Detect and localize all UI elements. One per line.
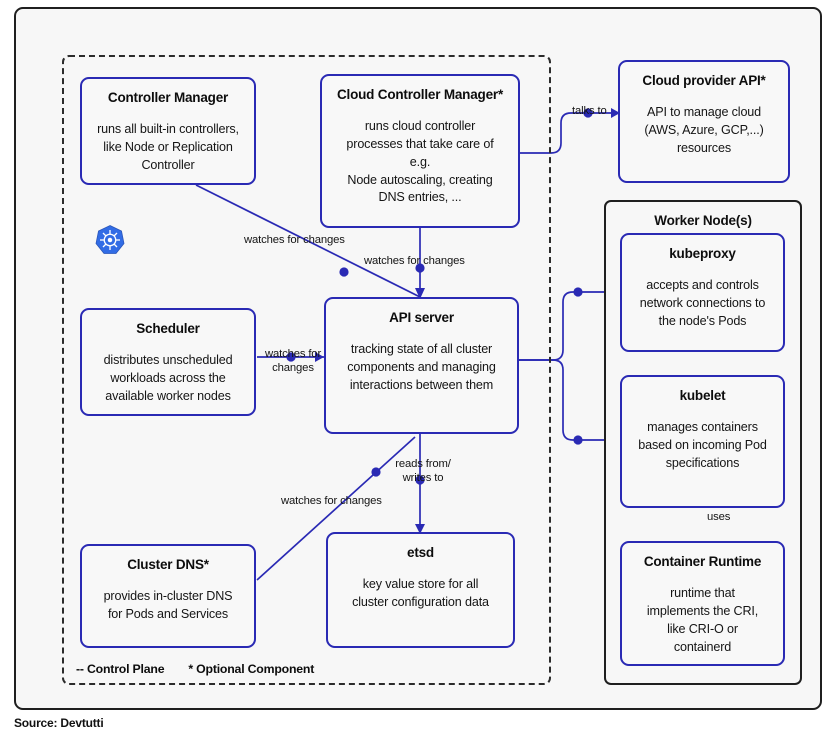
node-title: etsd (407, 545, 434, 560)
legend-optional-component: * Optional Component (188, 662, 315, 676)
node-description: runs all built-in controllers, like Node… (97, 121, 239, 172)
edge-label-controller-manager-to-api-server: watches for changes (244, 234, 345, 246)
control-plane-region (62, 55, 551, 685)
node-title: Cloud Controller Manager* (336, 87, 503, 102)
node-description: manages containers based on incoming Pod… (638, 419, 767, 470)
node-cloud-controller-manager[interactable]: Cloud Controller Manager* runs cloud con… (320, 74, 520, 228)
node-controller-manager[interactable]: Controller Manager runs all built-in con… (80, 77, 256, 185)
node-description: runtime that implements the CRI, like CR… (646, 585, 759, 654)
node-description: runs cloud controller processes that tak… (346, 118, 494, 205)
node-kubelet[interactable]: kubelet manages containers based on inco… (620, 375, 785, 508)
node-title: kubelet (679, 388, 726, 403)
node-title: Cloud provider API* (642, 73, 766, 88)
node-description: distributes unscheduled workloads across… (103, 352, 233, 403)
node-etcd[interactable]: etsd key value store for all cluster con… (326, 532, 515, 648)
node-scheduler[interactable]: Scheduler distributes unscheduled worklo… (80, 308, 256, 416)
edge-label-cloud-controller-to-cloud-provider-api: talks to (572, 105, 607, 117)
node-title: API server (389, 310, 454, 325)
node-description: key value store for all cluster configur… (352, 576, 489, 609)
node-title: Cluster DNS* (127, 557, 209, 572)
source-caption: Source: Devtutti (14, 716, 104, 730)
edge-label-api-server-to-etcd: reads from/ writes to (395, 458, 451, 485)
node-kubeproxy[interactable]: kubeproxy accepts and controls network c… (620, 233, 785, 352)
node-title: Controller Manager (107, 90, 229, 105)
node-title: Scheduler (136, 321, 200, 336)
node-title: kubeproxy (669, 246, 736, 261)
edge-label-kubelet-to-container-runtime: uses (707, 511, 731, 523)
node-cluster-dns[interactable]: Cluster DNS* provides in-cluster DNS for… (80, 544, 256, 648)
node-description: accepts and controls network connections… (639, 277, 766, 328)
node-description: API to manage cloud (AWS, Azure, GCP,...… (644, 104, 764, 155)
worker-node-title: Worker Node(s) (654, 213, 752, 228)
node-container-runtime[interactable]: Container Runtime runtime that implement… (620, 541, 785, 666)
edge-label-cluster-dns-to-api-server: watches for changes (281, 495, 382, 507)
node-description: tracking state of all cluster components… (347, 341, 496, 392)
node-description: provides in-cluster DNS for Pods and Ser… (103, 588, 233, 621)
node-api-server[interactable]: API server tracking state of all cluster… (324, 297, 519, 434)
edge-label-scheduler-to-api-server: watches for changes (264, 348, 322, 375)
legend-control-plane: -- Control Plane (76, 662, 165, 676)
edge-label-cloud-controller-to-api-server: watches for changes (364, 255, 465, 267)
legend: -- Control Plane * Optional Component (76, 662, 314, 676)
kubernetes-logo-icon (95, 225, 125, 254)
node-cloud-provider-api[interactable]: Cloud provider API* API to manage cloud … (618, 60, 790, 183)
node-title: Container Runtime (643, 554, 762, 569)
